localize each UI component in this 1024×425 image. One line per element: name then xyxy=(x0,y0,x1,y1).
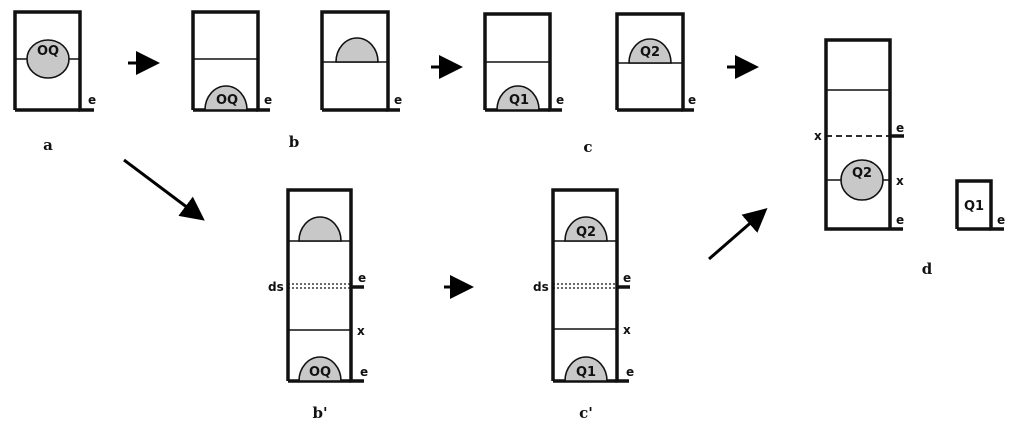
panel-b-prime-bottom-edge-label: e xyxy=(360,365,368,379)
panel-c-prime-label: c' xyxy=(579,404,593,422)
panel-c-prime-q2-shape xyxy=(564,216,608,242)
panel-d-cut-label: x xyxy=(814,129,822,143)
panel-b-prime-ds-edge-label: e xyxy=(358,271,366,285)
panel-b-prime-frame xyxy=(286,188,364,383)
panel-a: OQ e a xyxy=(13,10,96,154)
panel-c-right-frame xyxy=(615,12,694,112)
panel-a-oq-shape xyxy=(26,39,70,79)
panel-b-prime-label: b' xyxy=(312,404,327,422)
panel-a-edge-label: e xyxy=(88,93,96,107)
panel-c-prime-x-label: x xyxy=(623,323,631,337)
panel-a-label: a xyxy=(43,136,53,154)
panel-b: OQ e e b xyxy=(191,10,402,151)
panel-b-left-frame xyxy=(191,10,270,112)
panel-b-prime: OQ ds e x e b' xyxy=(268,188,368,422)
panel-c-left-shape-label: Q1 xyxy=(509,93,529,108)
panel-c: Q1 e Q2 e c xyxy=(483,12,696,156)
panel-b-right-frame xyxy=(320,10,400,112)
panel-c-prime-frame xyxy=(551,188,629,383)
panel-b-left-edge-label: e xyxy=(264,93,272,107)
panel-b-prime-shape-label: OQ xyxy=(309,365,331,380)
panel-d: Q2 x e x e Q1 e d xyxy=(814,38,1005,278)
panel-c-prime-top-shape-label: Q2 xyxy=(576,225,596,240)
arrow-a-to-b-prime xyxy=(123,158,205,221)
panel-d-small-frame xyxy=(955,179,1004,231)
arrow-c-prime-to-d xyxy=(708,208,768,261)
panel-c-label: c xyxy=(583,138,592,156)
panel-c-right-edge-label: e xyxy=(688,93,696,107)
panel-c-left-frame xyxy=(483,12,562,112)
panel-c-prime-shape-label: Q1 xyxy=(576,365,596,380)
panel-b-prime-oq-shape xyxy=(298,356,342,382)
panel-b-left-shape-label: OQ xyxy=(216,93,238,108)
panel-c-left-edge-label: e xyxy=(556,93,564,107)
panel-c-right-shape-label: Q2 xyxy=(640,45,660,60)
panel-d-shape-x-label: x xyxy=(896,174,904,188)
panel-c-q2-shape xyxy=(628,38,672,64)
panel-d-small-edge-label: e xyxy=(997,213,1005,227)
panel-d-small-shape-label: Q1 xyxy=(964,199,984,214)
panel-d-label: d xyxy=(922,260,933,278)
panel-d-main-frame xyxy=(824,90,903,231)
panel-d-q2-shape xyxy=(840,159,884,201)
panel-c-prime: Q2 Q1 ds e x e c' xyxy=(533,188,634,422)
panel-b-half-shape xyxy=(335,37,379,63)
panel-b-prime-x-label: x xyxy=(357,324,365,338)
panel-c-prime-q1-shape xyxy=(564,356,608,382)
panel-b-prime-half-shape xyxy=(298,216,342,242)
panel-c-q1-shape xyxy=(496,85,540,111)
panel-b-label: b xyxy=(289,133,300,151)
panel-b-right-edge-label: e xyxy=(394,93,402,107)
panel-c-prime-ds-label: ds xyxy=(533,280,549,294)
panel-d-bottom-edge-label: e xyxy=(896,213,904,227)
panel-d-top-frame xyxy=(824,38,892,90)
panel-b-prime-ds-label: ds xyxy=(268,280,284,294)
panel-c-prime-ds-edge-label: e xyxy=(623,271,631,285)
panel-d-cut-edge-label: e xyxy=(896,121,904,135)
panel-a-frame xyxy=(13,10,94,112)
panel-b-oq-shape xyxy=(204,85,248,111)
panel-a-shape-label: OQ xyxy=(37,44,59,59)
panel-c-prime-bottom-edge-label: e xyxy=(626,365,634,379)
panel-d-shape-label: Q2 xyxy=(852,166,872,181)
